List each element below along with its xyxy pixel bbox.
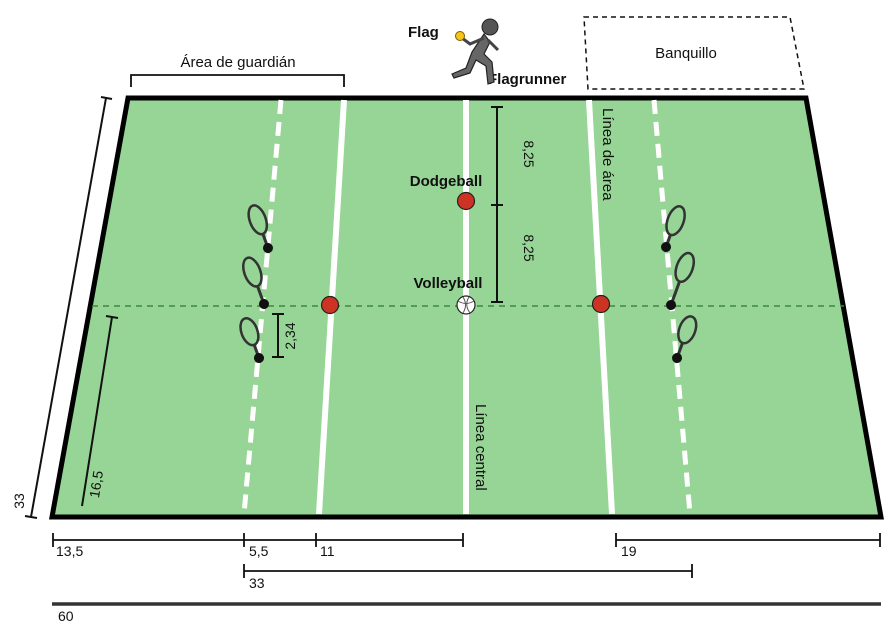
dimension-8-25-top: 8,25: [521, 140, 537, 167]
dodgeball-label: Dodgeball: [410, 173, 483, 190]
guardian-area-bracket: [130, 74, 345, 87]
flagrunner-label: Flagrunner: [488, 71, 567, 88]
volleyball-label: Volleyball: [414, 275, 483, 292]
dimension-8-25-marker: [491, 106, 503, 303]
bench-label: Banquillo: [655, 45, 717, 62]
racket-icon: [242, 256, 269, 309]
dimension-60: 60: [58, 608, 74, 624]
dimension-19: 19: [621, 543, 637, 559]
area-line-label: Línea de área: [599, 108, 616, 201]
dimension-11: 11: [320, 543, 335, 559]
ball-icon: [591, 294, 611, 314]
racket-icon: [672, 315, 698, 363]
racket-icon: [661, 205, 686, 252]
dimension-2-34: 2,34: [282, 322, 298, 349]
racket-icon: [666, 251, 696, 310]
dimension-33-left-marker: [24, 96, 113, 519]
dimension-33-left: 33: [11, 493, 27, 509]
ball-icon: [320, 295, 340, 315]
bench-area: [583, 16, 805, 90]
flagrunner-icon: [451, 18, 500, 85]
racket-icon: [239, 317, 264, 363]
dimension-16-5: 16,5: [86, 469, 106, 499]
guardian-area-label: Área de guardián: [180, 54, 295, 71]
bottom-dimension-lines: [52, 533, 881, 578]
dimension-8-25-bottom: 8,25: [521, 234, 537, 261]
dimension-33-bottom: 33: [249, 575, 265, 591]
center-line-label: Línea central: [472, 404, 489, 491]
dimension-13-5: 13,5: [56, 543, 83, 559]
racket-icon: [247, 204, 273, 253]
dimension-5-5: 5,5: [249, 543, 269, 559]
flag-label: Flag: [408, 24, 439, 41]
ball-icon: [456, 191, 476, 211]
dimension-2-34-marker: [272, 313, 284, 358]
volleyball-icon: [456, 295, 476, 315]
dimension-16-5-marker: [81, 315, 119, 507]
